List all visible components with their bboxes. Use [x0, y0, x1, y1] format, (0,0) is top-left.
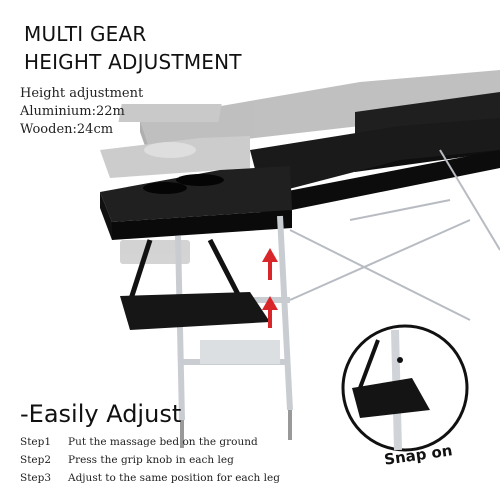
- leg-extensions: [180, 410, 292, 448]
- headline-line-1: MULTI GEAR: [24, 22, 147, 46]
- height-arrows: [262, 248, 278, 328]
- raised-table-ghost: [100, 70, 500, 264]
- step-2: Step2 Press the grip knob in each leg: [20, 454, 234, 466]
- shelf-straps: [120, 238, 270, 330]
- headline-line-2: HEIGHT ADJUSTMENT: [24, 50, 242, 74]
- spec-wooden: Wooden:24cm: [20, 122, 114, 137]
- step-1: Step1 Put the massage bed on the ground: [20, 436, 258, 448]
- step-text: Put the massage bed on the ground: [68, 436, 258, 448]
- footrest-shelf: [120, 292, 270, 330]
- frame-brace-plate: [200, 340, 280, 364]
- step-label: Step2: [20, 454, 52, 466]
- step-label: Step3: [20, 472, 52, 484]
- step-text: Press the grip knob in each leg: [68, 454, 234, 466]
- step-3: Step3 Adjust to the same position for eac…: [20, 472, 280, 484]
- cross-braces: [289, 149, 500, 321]
- snap-on-inset: [341, 324, 469, 452]
- table-top: [100, 92, 500, 240]
- step-text: Adjust to the same position for each leg: [68, 472, 280, 484]
- spec-aluminium: Aluminium:22m: [20, 104, 125, 119]
- spec-height-adjustment: Height adjustment: [20, 86, 144, 101]
- adjust-title: -Easily Adjust: [20, 400, 182, 428]
- step-label: Step1: [20, 436, 52, 448]
